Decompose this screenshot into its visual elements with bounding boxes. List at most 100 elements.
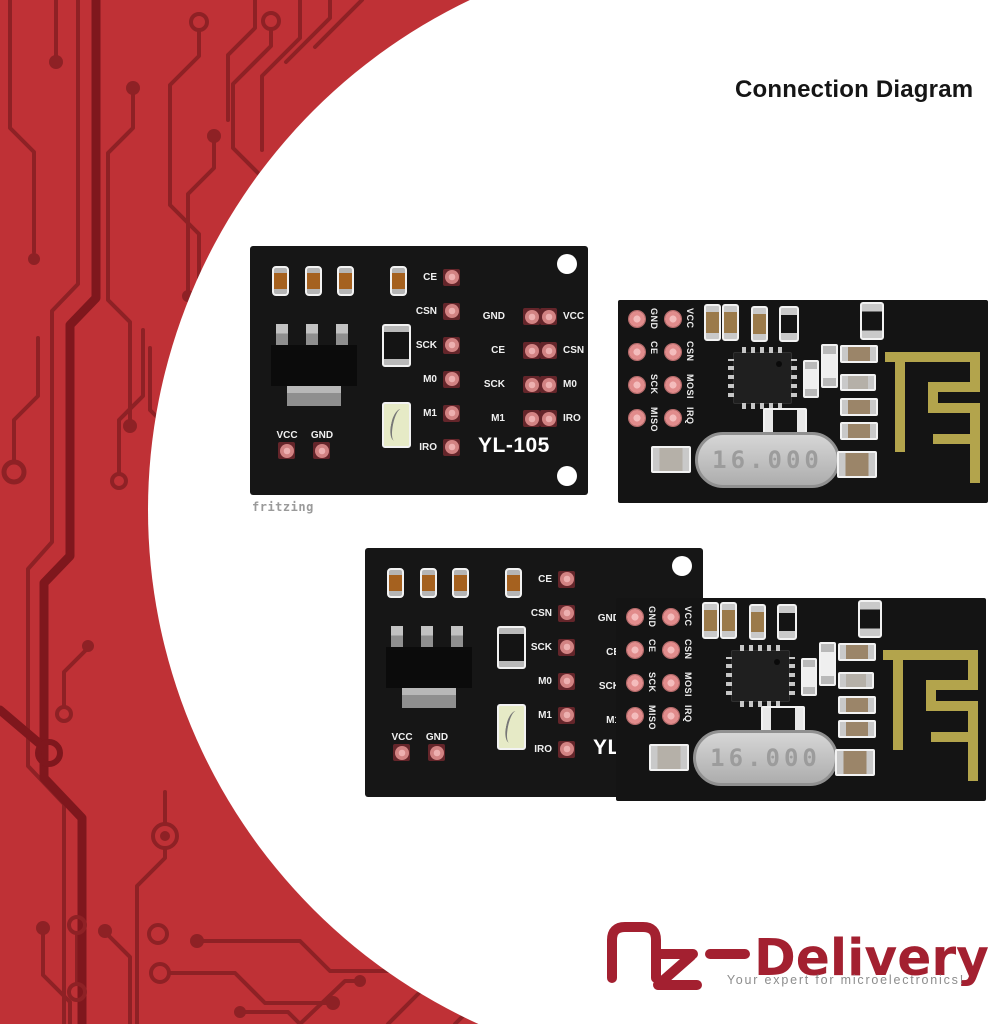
- pin-label: M0: [563, 379, 577, 390]
- chip-pin1-dot: [774, 659, 780, 665]
- pin-row: M1: [397, 402, 460, 424]
- pin-label: SCK: [598, 681, 620, 692]
- pin-label: M1: [538, 709, 552, 721]
- smd-capacitor-icon: [390, 266, 407, 296]
- mounting-hole-icon: [557, 466, 577, 486]
- pin-label: MISO: [647, 705, 657, 731]
- solder-pad: [665, 311, 681, 327]
- smd-component-icon: [649, 744, 689, 771]
- solder-pad: [540, 342, 557, 359]
- smd-component-icon: [840, 398, 878, 416]
- ic-pins: [726, 657, 732, 695]
- pad-hole: [444, 440, 459, 454]
- regulator-leg: [276, 324, 288, 348]
- ic-pins: [789, 657, 795, 695]
- pad-hole: [559, 742, 574, 756]
- pin-label: MOSI: [685, 374, 695, 400]
- smd-capacitor-icon: [722, 304, 739, 341]
- solder-pad: [523, 376, 540, 393]
- solder-pad: [558, 740, 575, 758]
- az-monogram-icon: [607, 922, 750, 990]
- pad-hole: [541, 377, 556, 392]
- regulator-leg: [306, 324, 318, 348]
- pad-hole: [559, 572, 574, 586]
- ic-pins: [791, 359, 797, 397]
- pcb-antenna-icon: [883, 650, 978, 781]
- smd-capacitor-icon: [749, 604, 766, 640]
- regulator-leg: [336, 324, 348, 348]
- pin-label: M0: [538, 675, 552, 687]
- solder-pad: [558, 706, 575, 724]
- yl105-left-pin-column: CE CSN SCK M0 M1 IRO: [512, 568, 575, 760]
- pad-hole: [314, 443, 329, 458]
- smd-component-icon: [840, 422, 878, 440]
- pin-row: CE CSN: [627, 634, 693, 667]
- smd-component-icon: [651, 446, 691, 473]
- pin-row: M1: [512, 704, 575, 726]
- ic-pins: [742, 403, 783, 409]
- pin-label: IRO: [419, 441, 437, 453]
- pin-row: M0: [512, 670, 575, 692]
- solder-pad: [558, 570, 575, 588]
- smd-capacitor-icon: [272, 266, 289, 296]
- pad-hole: [559, 640, 574, 654]
- mounting-hole-icon: [557, 254, 577, 274]
- page-title: Connection Diagram: [735, 76, 974, 103]
- solder-pad: [558, 672, 575, 690]
- pin-label: IRO: [563, 413, 581, 424]
- smd-capacitor-icon: [387, 568, 404, 598]
- regulator-leg: [421, 626, 433, 650]
- voltage-regulator: [271, 345, 357, 386]
- smd-led-icon: [497, 704, 526, 750]
- pin-label: SCK: [530, 641, 552, 653]
- pin-label: CE: [606, 647, 620, 658]
- voltage-regulator: [386, 647, 472, 688]
- pin-label: IRQ: [685, 407, 695, 425]
- pin-label: M1: [491, 413, 505, 424]
- ic-pins: [740, 645, 781, 651]
- solder-pad: [523, 308, 540, 325]
- smd-component-icon: [821, 344, 838, 388]
- pin-label: GND: [647, 606, 657, 628]
- smd-resistor-icon: [497, 626, 526, 669]
- pin-label: SCK: [649, 374, 659, 395]
- pin-label: GND: [310, 430, 334, 441]
- solder-pad: [665, 344, 681, 360]
- solder-pad: [428, 744, 445, 761]
- solder-pad: [558, 604, 575, 622]
- yl105-board-instance-1: CE CSN SCK M0 M1 IRO: [250, 246, 588, 495]
- pin-label: CSN: [685, 341, 695, 362]
- pin-label: CSN: [530, 607, 552, 619]
- smd-component-icon: [838, 643, 876, 661]
- solder-pad: [523, 342, 540, 359]
- pin-label: CE: [491, 345, 505, 356]
- nrf-pin-grid: GND VCC CE CSN SCK MOSI MISO IRQ: [627, 601, 693, 733]
- pin-label: M0: [423, 373, 437, 385]
- regulator-tab: [402, 688, 456, 708]
- pad-hole: [429, 745, 444, 760]
- pin-row: SCK MOSI: [629, 369, 695, 402]
- solder-pad: [627, 675, 643, 691]
- pin-label: IRO: [534, 743, 552, 755]
- pin-row: M1 IRO: [455, 408, 584, 429]
- pin-label: MOSI: [683, 672, 693, 698]
- solder-pad: [663, 708, 679, 724]
- pin-row: CE CSN: [629, 336, 695, 369]
- pin-label: CSN: [415, 305, 437, 317]
- solder-pad: [663, 675, 679, 691]
- solder-pad: [443, 336, 460, 354]
- solder-pad: [540, 410, 557, 427]
- solder-pad: [665, 377, 681, 393]
- az-delivery-logo: Delivery: [607, 922, 989, 990]
- solder-pad: [443, 404, 460, 422]
- pin-label: GND: [649, 308, 659, 330]
- pad-hole: [559, 674, 574, 688]
- crystal-frequency-label: 16.000: [712, 446, 823, 474]
- solder-pad: [443, 370, 460, 388]
- pin-label: VCC: [685, 308, 695, 329]
- pin-row: M0: [397, 368, 460, 390]
- pin-label: CE: [538, 573, 552, 585]
- nrf24l01-board-instance-2: GND VCC CE CSN SCK MOSI MISO IRQ: [616, 598, 986, 801]
- pad-hole: [279, 443, 294, 458]
- pin-label: CSN: [563, 345, 585, 356]
